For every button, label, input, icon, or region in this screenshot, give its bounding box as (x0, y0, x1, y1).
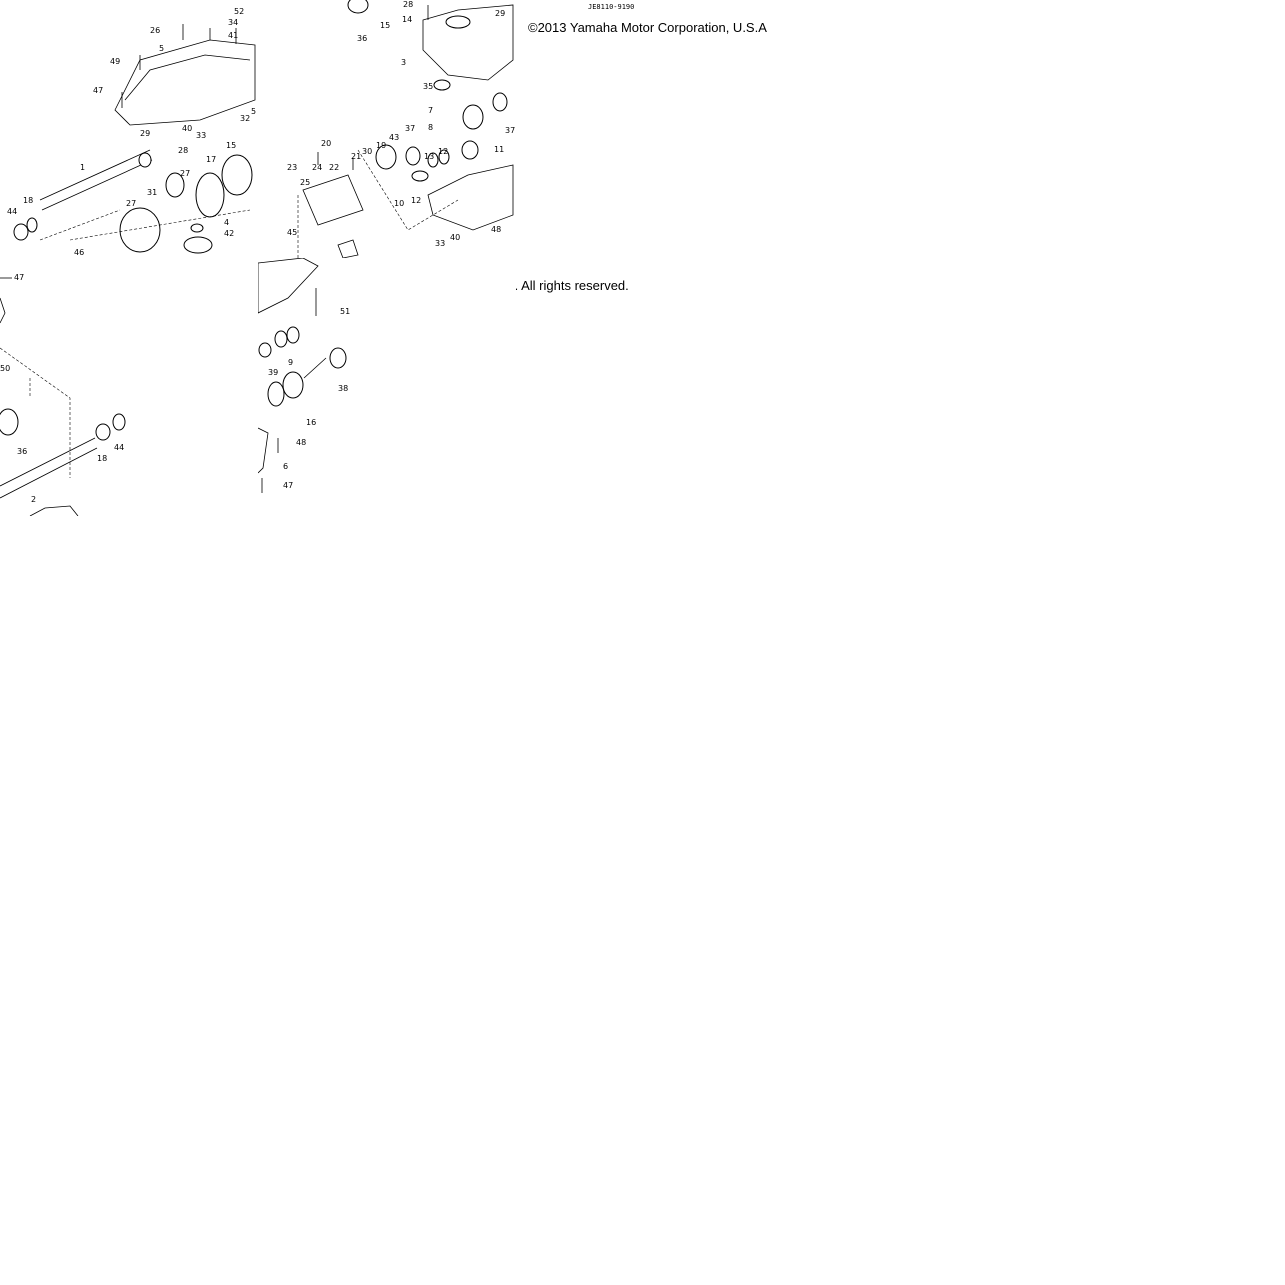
copyright-notice: ©2013 Yamaha Motor Corporation, U.S.A (528, 20, 767, 35)
part-label: 33 (435, 239, 445, 248)
part-label: 12 (438, 147, 448, 156)
part-label: 40 (450, 233, 460, 242)
part-label: 47 (14, 273, 24, 282)
part-label: 24 (312, 163, 322, 172)
part-label: 15 (380, 21, 390, 30)
part-label: 46 (74, 248, 84, 257)
part-label: 17 (206, 155, 216, 164)
part-label: 22 (329, 163, 339, 172)
exploded-parts-drawing: 26 34 41 52 49 5 47 40 33 29 32 5 15 28 … (7, 7, 256, 257)
diagram-tile-top-right: 28 14 36 15 29 3 35 7 37 8 11 12 13 20 2… (258, 0, 516, 258)
part-label: 39 (268, 368, 278, 377)
part-label: 4 (224, 218, 229, 227)
part-label: 45 (287, 228, 297, 237)
part-label: 14 (402, 15, 412, 24)
part-label: 50 (0, 364, 10, 373)
part-label: 28 (403, 0, 413, 9)
exploded-parts-drawing: 28 14 36 15 29 3 35 7 37 8 11 12 13 20 2… (287, 0, 515, 258)
part-label: 43 (389, 133, 399, 142)
part-label: 51 (340, 307, 350, 316)
part-label: 20 (321, 139, 331, 148)
part-label: 26 (150, 26, 160, 35)
part-label: 34 (228, 18, 238, 27)
part-label: 18 (97, 454, 107, 463)
part-label: 36 (357, 34, 367, 43)
part-label: 40 (182, 124, 192, 133)
part-label: 5 (251, 107, 256, 116)
part-label: 44 (7, 207, 17, 216)
part-label: 48 (491, 225, 501, 234)
part-label: 32 (240, 114, 250, 123)
part-label: 12 (411, 196, 421, 205)
part-label: 48 (296, 438, 306, 447)
diagram-tile-top-left: 26 34 41 52 49 5 47 40 33 29 32 5 15 28 … (0, 0, 258, 258)
diagram-tile-bottom-left: 47 50 36 18 44 2 (0, 258, 258, 516)
part-label: 47 (93, 86, 103, 95)
part-label: 30 (362, 147, 372, 156)
part-label: 29 (140, 129, 150, 138)
part-label: 19 (376, 141, 386, 150)
part-label: 37 (505, 126, 515, 135)
part-label: 7 (428, 106, 433, 115)
part-label: 16 (306, 418, 316, 427)
part-label: 33 (196, 131, 206, 140)
part-label: 8 (428, 123, 433, 132)
part-label: 15 (226, 141, 236, 150)
rights-notice: \. All rights reserved. (511, 278, 629, 293)
part-label: 11 (494, 145, 504, 154)
part-label: 27 (126, 199, 136, 208)
part-label: 28 (178, 146, 188, 155)
part-label: 21 (351, 152, 361, 161)
part-label: 29 (495, 9, 505, 18)
part-label: 27 (180, 169, 190, 178)
part-label: 1 (80, 163, 85, 172)
part-label: 42 (224, 229, 234, 238)
exploded-parts-drawing: 51 39 9 38 16 48 6 47 (258, 258, 350, 493)
part-label: 35 (423, 82, 433, 91)
part-label: 5 (159, 44, 164, 53)
part-label: 6 (283, 462, 288, 471)
part-label: 18 (23, 196, 33, 205)
part-label: 25 (300, 178, 310, 187)
part-label: 38 (338, 384, 348, 393)
diagram-reference-code: JE8110-9190 (588, 3, 635, 11)
part-label: 13 (424, 152, 434, 161)
part-label: 36 (17, 447, 27, 456)
part-label: 31 (147, 188, 157, 197)
part-label: 23 (287, 163, 297, 172)
part-label: 52 (234, 7, 244, 16)
part-label: 37 (405, 124, 415, 133)
exploded-parts-drawing: 47 50 36 18 44 2 (0, 273, 126, 516)
part-label: 49 (110, 57, 120, 66)
part-label: 47 (283, 481, 293, 490)
part-label: 41 (228, 31, 238, 40)
part-label: 3 (401, 58, 406, 67)
part-label: 2 (31, 495, 36, 504)
part-label: 10 (394, 199, 404, 208)
part-label: 9 (288, 358, 293, 367)
part-label: 44 (114, 443, 124, 452)
diagram-tile-bottom-right: 51 39 9 38 16 48 6 47 (258, 258, 516, 516)
